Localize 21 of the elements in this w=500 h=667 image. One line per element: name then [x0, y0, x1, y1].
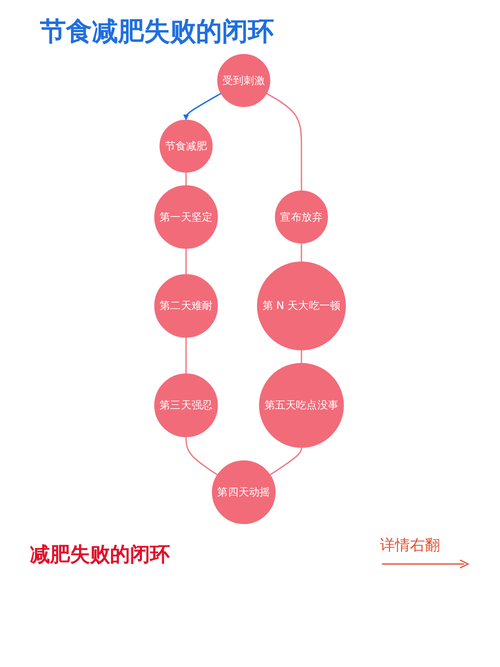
connector — [266, 92, 302, 191]
node-circle: 第四天动摇 — [212, 460, 276, 524]
node-circle: 第三天强忍 — [154, 374, 218, 438]
arrow — [183, 92, 222, 120]
connector — [270, 447, 302, 476]
node-circle: 节食减肥 — [159, 120, 212, 173]
connector — [300, 350, 302, 364]
node-circle: 第二天难耐 — [154, 274, 218, 338]
hint-text: 详情右翻 — [380, 536, 440, 555]
node-circle: 宣布放弃 — [274, 190, 328, 244]
node-circle: 第 N 天大吃一顿 — [256, 261, 346, 350]
connector — [185, 436, 218, 476]
connector — [300, 243, 302, 262]
node-circle: 第一天坚定 — [154, 185, 218, 249]
connector — [185, 337, 187, 374]
node-circle: 第五天吃点没事 — [258, 362, 344, 448]
title: 节食减肥失败的闭环 — [40, 16, 274, 49]
connector — [185, 172, 187, 186]
connector — [185, 248, 187, 274]
center-label: 减肥失败的闭环 — [30, 541, 170, 568]
node-circle: 受到刺激 — [217, 54, 270, 107]
